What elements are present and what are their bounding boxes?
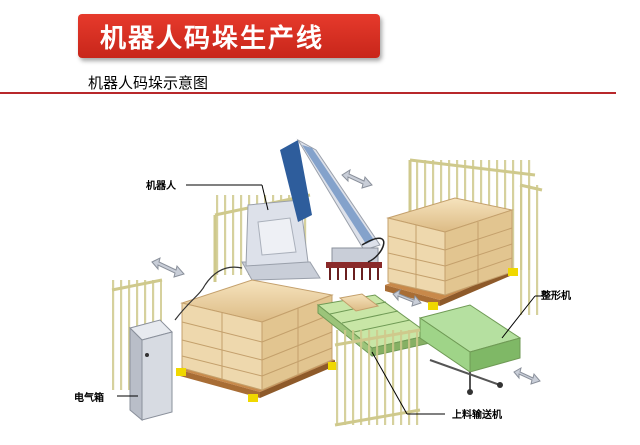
robot [241, 138, 385, 281]
cables [174, 266, 243, 321]
page-title: 机器人码垛生产线 [100, 23, 325, 54]
right-fence [519, 183, 543, 315]
palletizing-diagram [111, 138, 548, 427]
page-subtitle: 机器人码垛示意图 [88, 74, 209, 92]
label-robot: 机器人 [146, 181, 176, 192]
label-feed-conveyor: 上料输送机 [452, 410, 502, 421]
electric-box [129, 319, 173, 422]
front-fence [334, 328, 421, 427]
leader-lines [117, 184, 548, 415]
label-electric-box: 电气箱 [74, 393, 104, 404]
motion-arrows [151, 168, 541, 385]
header-divider [0, 92, 616, 94]
right-pallet-stack [385, 197, 518, 310]
title-banner: 机器人码垛生产线 [78, 14, 380, 58]
label-shaping-machine: 整形机 [541, 291, 571, 302]
left-pallet-stack [176, 279, 338, 402]
